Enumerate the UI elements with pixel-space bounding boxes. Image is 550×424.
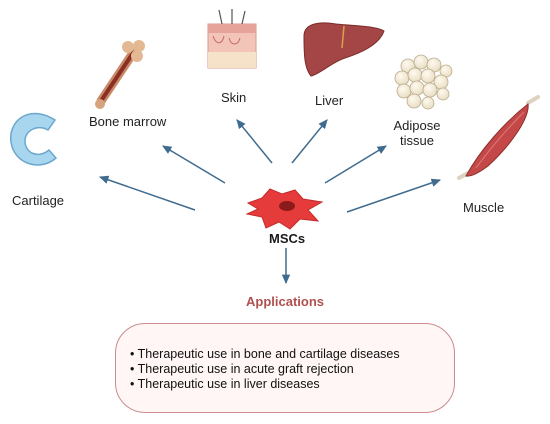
label-muscle: Muscle [463, 200, 505, 215]
arrows [99, 119, 441, 285]
arrow-to-skin [236, 119, 273, 164]
bone-icon [95, 40, 145, 109]
arrow-to-liver [291, 119, 328, 164]
applications-list: Therapeutic use in bone and cartilage di… [130, 347, 400, 392]
label-mscs: MSCs [269, 231, 306, 246]
applications-title: Applications [246, 294, 325, 309]
msc-cell-icon [245, 188, 324, 230]
arrow-to-adipose [324, 145, 387, 184]
muscle-icon [457, 95, 540, 180]
application-item: Therapeutic use in bone and cartilage di… [130, 347, 400, 362]
label-bone-marrow: Bone marrow [89, 114, 167, 129]
label-cartilage: Cartilage [12, 193, 65, 208]
arrow-to-muscle [346, 178, 441, 213]
application-item: Therapeutic use in liver diseases [130, 377, 400, 392]
liver-icon [303, 22, 385, 77]
arrow-to-bone-marrow [162, 145, 226, 184]
adipose-icon [394, 54, 453, 110]
label-skin: Skin [221, 90, 247, 105]
arrow-to-cartilage [99, 175, 196, 211]
label-adipose-tissue: Adipose tissue [393, 118, 441, 148]
cartilage-icon [10, 112, 58, 166]
skin-icon [207, 9, 257, 69]
application-item: Therapeutic use in acute graft rejection [130, 362, 400, 377]
label-liver: Liver [315, 93, 344, 108]
